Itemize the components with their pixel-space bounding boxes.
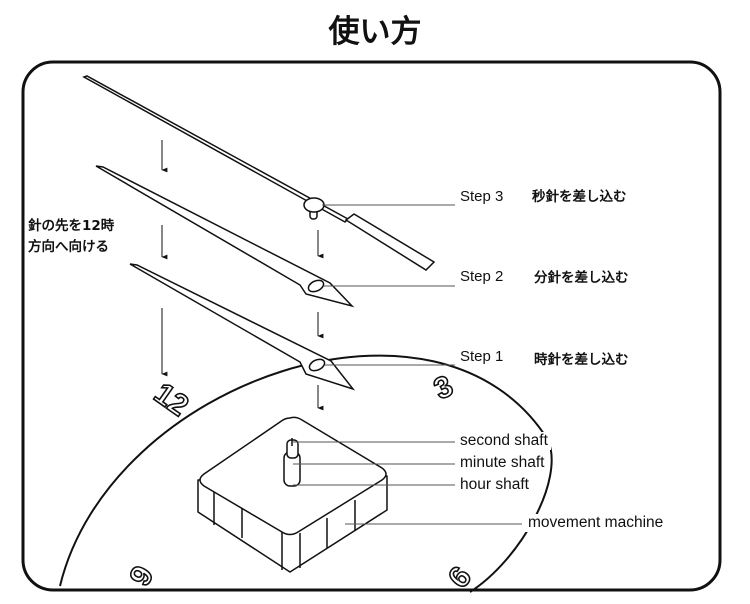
step-leader-lines — [322, 204, 455, 366]
step-3-label: Step 3 — [460, 188, 504, 205]
hour-hand — [129, 263, 356, 391]
note-line-1: 針の先を12時 — [28, 218, 115, 234]
numeral-9: 9 — [123, 561, 160, 592]
frame — [21, 60, 722, 592]
note-line-2: 方向へ向ける — [28, 239, 109, 255]
movement-machine-label: movement machine — [525, 514, 667, 532]
step-1-text: 時針を差し込む — [530, 346, 633, 370]
step-2-label: Step 2 — [460, 268, 504, 285]
hour-shaft-label: hour shaft — [457, 476, 532, 494]
step-1-label: Step 1 — [460, 348, 504, 365]
step-3-text: 秒針を差し込む — [528, 183, 631, 207]
orientation-note: 針の先を12時 方向へ向ける — [28, 216, 114, 258]
minute-shaft-label: minute shaft — [457, 454, 548, 472]
movement-machine — [197, 416, 388, 573]
page-title: 使い方 — [328, 14, 422, 50]
numeral-3: 3 — [429, 369, 458, 406]
second-hand — [82, 75, 436, 271]
minute-hand — [95, 165, 355, 308]
arrows — [161, 140, 324, 411]
step-2-text: 分針を差し込む — [530, 264, 633, 288]
part-leader-lines — [293, 441, 522, 525]
second-shaft-label: second shaft — [457, 432, 551, 450]
